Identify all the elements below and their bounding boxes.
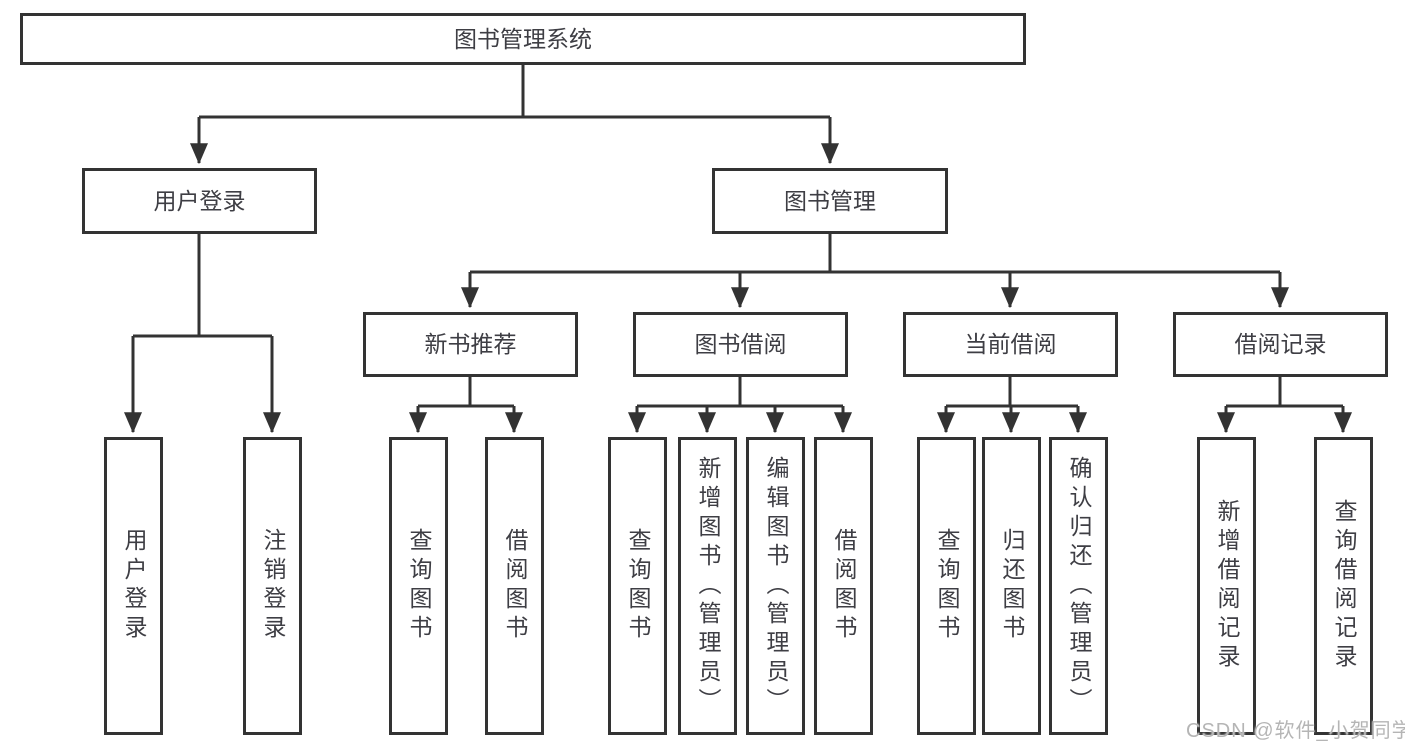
node-root: 图书管理系统 bbox=[20, 13, 1026, 65]
leaf-add-borrow-record: 新增借阅记录 bbox=[1197, 437, 1256, 735]
leaf-current-query-books: 查询图书 bbox=[917, 437, 976, 735]
leaf-recommend-borrow-books: 借阅图书 bbox=[485, 437, 544, 735]
leaf-borrow-books: 借阅图书 bbox=[814, 437, 873, 735]
leaf-confirm-return-admin: 确认归还（管理员） bbox=[1049, 437, 1108, 735]
node-book-borrow: 图书借阅 bbox=[633, 312, 848, 377]
node-book-management-label: 图书管理 bbox=[784, 187, 876, 214]
leaf-add-books-admin-label: 新增图书（管理员） bbox=[695, 455, 721, 717]
watermark: CSDN @软件_小贺同学 bbox=[1186, 720, 1405, 742]
leaf-recommend-query-books: 查询图书 bbox=[389, 437, 448, 735]
leaf-query-borrow-record-label: 查询借阅记录 bbox=[1331, 499, 1357, 673]
leaf-borrow-books-label: 借阅图书 bbox=[831, 528, 857, 644]
leaf-query-borrow-record: 查询借阅记录 bbox=[1314, 437, 1373, 735]
leaf-return-books-label: 归还图书 bbox=[999, 528, 1025, 644]
node-book-management: 图书管理 bbox=[712, 168, 948, 234]
node-user-login: 用户登录 bbox=[82, 168, 317, 234]
node-borrow-records: 借阅记录 bbox=[1173, 312, 1388, 377]
leaf-edit-books-admin-label: 编辑图书（管理员） bbox=[763, 455, 789, 717]
leaf-recommend-query-books-label: 查询图书 bbox=[406, 528, 432, 644]
node-book-borrow-label: 图书借阅 bbox=[694, 331, 787, 357]
leaf-current-query-books-label: 查询图书 bbox=[934, 528, 960, 644]
leaf-confirm-return-admin-label: 确认归还（管理员） bbox=[1066, 455, 1092, 717]
leaf-edit-books-admin: 编辑图书（管理员） bbox=[746, 437, 805, 735]
leaf-user-login-label: 用户登录 bbox=[121, 528, 147, 644]
node-root-label: 图书管理系统 bbox=[454, 25, 592, 52]
node-new-book-recommend: 新书推荐 bbox=[363, 312, 578, 377]
leaf-recommend-borrow-books-label: 借阅图书 bbox=[502, 528, 528, 644]
leaf-logout: 注销登录 bbox=[243, 437, 302, 735]
node-new-book-recommend-label: 新书推荐 bbox=[424, 331, 517, 357]
node-borrow-records-label: 借阅记录 bbox=[1234, 331, 1327, 357]
leaf-borrow-query-books: 查询图书 bbox=[608, 437, 667, 735]
leaf-logout-label: 注销登录 bbox=[260, 528, 286, 644]
leaf-add-books-admin: 新增图书（管理员） bbox=[678, 437, 737, 735]
leaf-borrow-query-books-label: 查询图书 bbox=[625, 528, 651, 644]
leaf-user-login: 用户登录 bbox=[104, 437, 163, 735]
node-user-login-label: 用户登录 bbox=[153, 187, 246, 214]
node-current-borrow-label: 当前借阅 bbox=[964, 331, 1057, 357]
leaf-return-books: 归还图书 bbox=[982, 437, 1041, 735]
node-current-borrow: 当前借阅 bbox=[903, 312, 1118, 377]
leaf-add-borrow-record-label: 新增借阅记录 bbox=[1214, 499, 1240, 673]
